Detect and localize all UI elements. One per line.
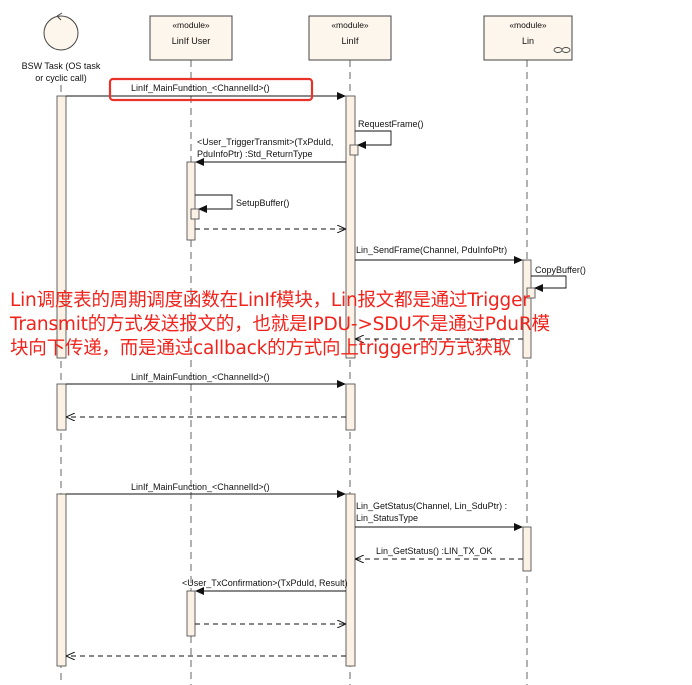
message-txconfirmation-label: <User_TxConfirmation>(TxPduId, Result) <box>182 578 348 588</box>
activation-linif-user-setupbuffer <box>190 208 200 220</box>
participant-lin-name: Lin <box>522 36 534 46</box>
activation-linif-user-1 <box>186 161 196 241</box>
activation-linif-2 <box>345 383 356 431</box>
message-getstatus-return-label: Lin_GetStatus() :LIN_TX_OK <box>376 546 493 556</box>
activation-lin-copybuffer <box>526 287 536 299</box>
highlight-box <box>108 77 314 102</box>
message-copybuffer-label: CopyBuffer() <box>535 265 586 275</box>
message-setupbuffer-label: SetupBuffer() <box>236 198 289 208</box>
participant-linif-stereotype: «module» <box>331 20 369 30</box>
activation-linif-requestframe <box>349 144 359 156</box>
activation-bsw-2 <box>56 383 67 431</box>
participant-linif-user-stereotype: «module» <box>172 20 210 30</box>
message-copybuffer-arrow <box>531 275 567 292</box>
message-mainfunction-2-label: LinIf_MainFunction_<ChannelId>() <box>131 372 270 382</box>
actor-label-line-2: or cyclic call) <box>35 73 87 83</box>
actor-circle-icon <box>43 15 79 51</box>
activation-bsw-1 <box>56 95 67 359</box>
link-icon <box>553 47 571 53</box>
participant-linif-name: LinIf <box>341 36 359 46</box>
actor-cycle-mark <box>56 12 63 21</box>
participant-lin: «module» Lin <box>483 15 573 61</box>
participant-lin-stereotype: «module» <box>509 20 547 30</box>
participant-linif-user-name: LinIf User <box>172 36 211 46</box>
activation-linif-3 <box>345 493 356 667</box>
message-setupbuffer-arrow <box>195 194 233 213</box>
message-labels: LinIf_MainFunction_<ChannelId>() Request… <box>131 83 586 588</box>
activation-lin-2 <box>522 526 532 572</box>
annotation-line-3: 块向下传递，而是通过callback的方式向上trigger的方式获取 <box>10 338 512 359</box>
activations <box>56 95 536 667</box>
message-getstatus-label-1: Lin_GetStatus(Channel, Lin_SduPtr) : <box>356 501 507 511</box>
actor-bsw-task: BSW Task (OS task or cyclic call) <box>22 12 101 83</box>
activation-linif-1 <box>345 95 356 359</box>
annotation-line-1: Lin调度表的周期调度函数在LinIf模块，Lin报文都是通过Trigger <box>10 290 530 311</box>
message-mainfunction-1-label: LinIf_MainFunction_<ChannelId>() <box>131 83 270 93</box>
message-trigger-transmit-label-1: <User_TriggerTransmit>(TxPduId, <box>197 137 333 147</box>
message-sendframe-label: Lin_SendFrame(Channel, PduInfoPtr) <box>356 245 507 255</box>
actor-label-line-1: BSW Task (OS task <box>22 61 101 71</box>
message-mainfunction-3-label: LinIf_MainFunction_<ChannelId>() <box>131 482 270 492</box>
participant-linif: «module» LinIf <box>308 15 392 61</box>
message-requestframe-label: RequestFrame() <box>358 119 424 129</box>
activation-lin-1 <box>522 259 532 359</box>
message-trigger-transmit-label-2: PduInfoPtr) :Std_ReturnType <box>197 149 313 159</box>
annotation-line-2: Transmit的方式发送报文的，也就是IPDU->SDU不是通过PduR模 <box>10 314 550 335</box>
messages <box>66 92 567 656</box>
activation-linif-user-2 <box>186 590 196 637</box>
message-getstatus-label-2: Lin_StatusType <box>356 513 418 523</box>
message-requestframe-arrow <box>355 130 392 149</box>
participant-linif-user: «module» LinIf User <box>149 15 233 61</box>
activation-bsw-3 <box>56 493 67 667</box>
